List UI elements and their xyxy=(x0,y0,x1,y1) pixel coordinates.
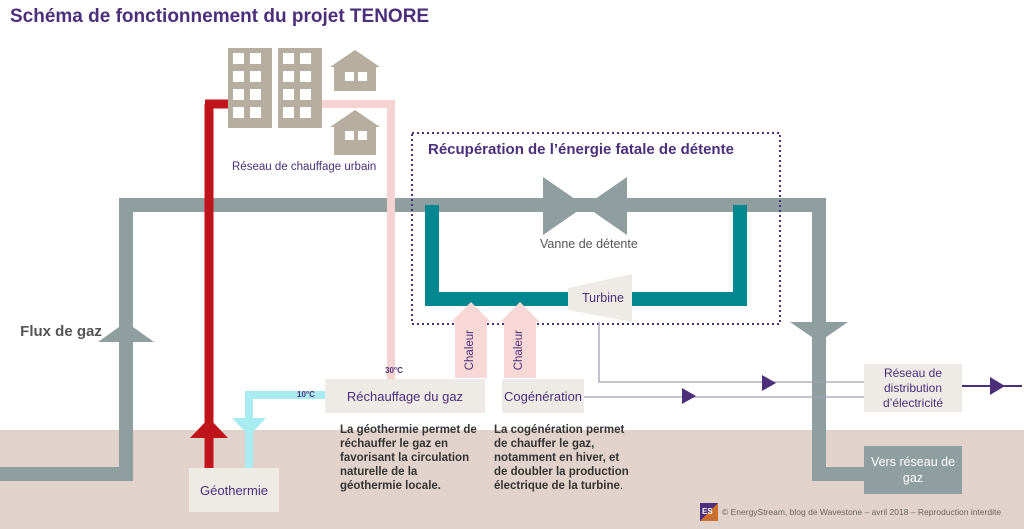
flux-gaz-label: Flux de gaz xyxy=(20,323,102,340)
rechauffage-label: Réchauffage du gaz xyxy=(346,388,464,404)
chaleur-arrow-left xyxy=(451,302,491,378)
cogeneration-note: La cogénération permet de chauffer le ga… xyxy=(494,423,630,493)
footer-credit: © EnergyStream, blog de Wavestone – avri… xyxy=(722,507,1002,517)
valve-right xyxy=(585,177,627,235)
cogeneration-label: Cogénération xyxy=(503,388,583,404)
vanne-label: Vanne de détente xyxy=(540,237,638,251)
cogeneration-box xyxy=(502,379,584,413)
temp-30-label: 30°C xyxy=(385,366,403,375)
logo-text: ES xyxy=(702,507,713,516)
turbine-shape xyxy=(568,274,632,322)
geothermie-box xyxy=(189,468,279,512)
page-title: Schéma de fonctionnement du projet TENOR… xyxy=(10,6,430,27)
chaleur-arrow-right xyxy=(500,302,540,378)
geothermie-note: La géothermie permet de réchauffer le ga… xyxy=(340,424,477,492)
energystream-logo xyxy=(700,503,718,521)
cogeneration-note-text: La cogénération permet de chauffer le ga… xyxy=(494,424,629,492)
hot-up-arrow xyxy=(190,418,228,438)
temp-10-label: 10°C xyxy=(297,390,315,399)
electricite-label: Réseau de distribution d’électricité xyxy=(882,365,944,410)
vers-reseau-gaz-label: Vers réseau de gaz xyxy=(870,455,956,485)
chaleur-label-left: Chaleur xyxy=(464,330,476,371)
electric-out-arrow xyxy=(990,377,1005,395)
cogeneration-note-end: . xyxy=(619,480,624,492)
gas-down-arrow xyxy=(790,322,848,342)
electricite-box xyxy=(864,364,962,412)
vers-reseau-gaz-box xyxy=(864,446,962,494)
apartment-building-icon xyxy=(228,48,322,128)
electric-arrow-1 xyxy=(762,375,776,391)
geothermie-label: Géothermie xyxy=(200,482,268,498)
chaleur-label-right: Chaleur xyxy=(513,330,525,371)
turbine-label: Turbine xyxy=(582,291,624,305)
recovery-title: Récupération de l’énergie fatale de déte… xyxy=(428,141,734,158)
house-icon xyxy=(330,50,380,155)
turbine-electric-line xyxy=(598,322,864,383)
electric-arrow-2 xyxy=(682,388,696,404)
cold-down-arrow xyxy=(232,418,266,436)
gas-up-arrow xyxy=(98,322,154,342)
valve-left xyxy=(543,177,585,235)
rechauffage-box xyxy=(325,379,485,413)
reseau-chauffage-label: Réseau de chauffage urbain xyxy=(232,161,377,173)
